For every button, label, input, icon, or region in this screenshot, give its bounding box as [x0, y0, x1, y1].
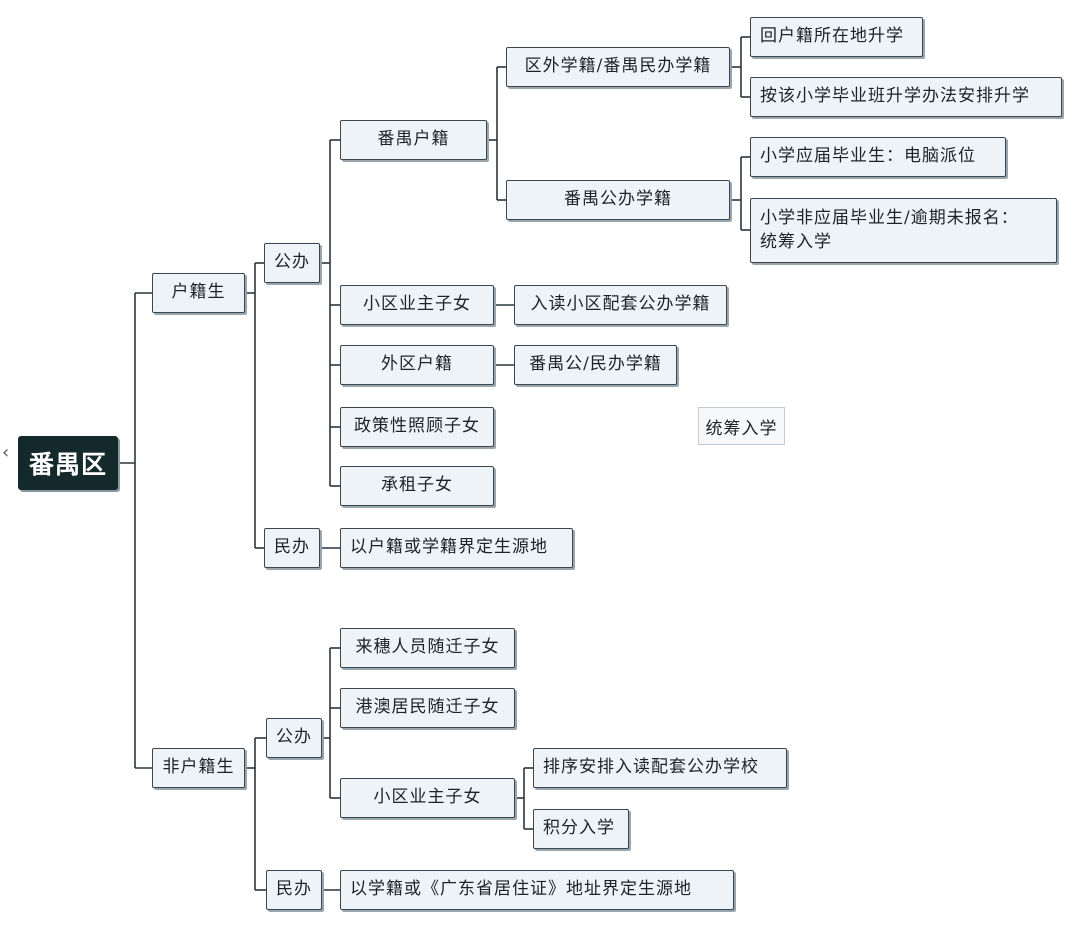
node-huji[interactable]: 户籍生 — [152, 273, 245, 313]
node-huji-gongban-label: 公办 — [274, 252, 310, 273]
node-zhengce-label: 政策性照顾子女 — [354, 416, 480, 437]
node-laisui[interactable]: 来穗人员随迁子女 — [340, 628, 515, 668]
node-feihuji-minban[interactable]: 民办 — [266, 870, 322, 910]
node-jifen[interactable]: 积分入学 — [533, 809, 629, 849]
node-quwai-option-2[interactable]: 按该小学毕业班升学办法安排升学 — [750, 77, 1062, 117]
node-huji-gongban[interactable]: 公办 — [264, 243, 320, 283]
node-gongban-xueji[interactable]: 番禺公办学籍 — [506, 180, 730, 220]
node-feihuji-minban-rule-label: 以学籍或《广东省居住证》地址界定生源地 — [350, 879, 692, 900]
tongchou-note: 统筹入学 — [698, 407, 785, 445]
node-gongban-option-2[interactable]: 小学非应届毕业生/逾期未报名： 统筹入学 — [750, 198, 1057, 263]
node-gongban-xueji-label: 番禺公办学籍 — [564, 189, 672, 210]
node-huji-minban-rule-label: 以户籍或学籍界定生源地 — [350, 537, 548, 558]
node-waiqu-result-label: 番禺公/民办学籍 — [529, 354, 662, 375]
node-quwai-option-1[interactable]: 回户籍所在地升学 — [750, 17, 923, 57]
node-quwai-option-1-label: 回户籍所在地升学 — [760, 26, 904, 47]
node-huji-minban-rule[interactable]: 以户籍或学籍界定生源地 — [340, 528, 573, 568]
node-xiaoqu-yezhu[interactable]: 小区业主子女 — [340, 285, 494, 325]
node-waiqu-huji-label: 外区户籍 — [381, 354, 453, 375]
node-gongban-option-1-label: 小学应届毕业生：电脑派位 — [760, 146, 976, 167]
node-laisui-label: 来穗人员随迁子女 — [355, 637, 500, 658]
node-jifen-label: 积分入学 — [543, 818, 615, 839]
node-xiaoqu-yezhu-label: 小区业主子女 — [363, 294, 471, 315]
node-gongban-option-2-line1: 小学非应届毕业生/逾期未报名： — [760, 207, 1019, 228]
tongchou-note-label: 统筹入学 — [705, 418, 778, 439]
node-feihuji-label: 非户籍生 — [162, 757, 235, 778]
node-zhengce[interactable]: 政策性照顾子女 — [340, 407, 494, 447]
root-label: 番禺区 — [28, 450, 107, 479]
node-waiqu-huji[interactable]: 外区户籍 — [340, 345, 494, 385]
node-gangao-label: 港澳居民随迁子女 — [355, 697, 500, 718]
node-panyu-huji-label: 番禺户籍 — [377, 129, 450, 150]
node-huji-minban[interactable]: 民办 — [264, 528, 320, 568]
node-xiaoqu-result[interactable]: 入读小区配套公办学籍 — [514, 285, 727, 325]
node-quwai-option-2-label: 按该小学毕业班升学办法安排升学 — [760, 86, 1030, 107]
node-chengzu[interactable]: 承租子女 — [340, 466, 494, 506]
node-waiqu-result[interactable]: 番禺公/民办学籍 — [514, 345, 677, 385]
node-gangao[interactable]: 港澳居民随迁子女 — [340, 688, 515, 728]
node-paixu-label: 排序安排入读配套公办学校 — [543, 757, 759, 778]
node-feihuji-gongban[interactable]: 公办 — [266, 718, 322, 758]
node-huji-minban-label: 民办 — [274, 537, 310, 558]
node-paixu[interactable]: 排序安排入读配套公办学校 — [533, 748, 787, 788]
node-feihuji-xiaoqu-label: 小区业主子女 — [373, 787, 482, 808]
node-feihuji-minban-label: 民办 — [276, 879, 312, 900]
node-gongban-option-1[interactable]: 小学应届毕业生：电脑派位 — [750, 137, 1006, 177]
root-node[interactable]: 番禺区 — [18, 436, 118, 490]
node-feihuji-gongban-label: 公办 — [276, 727, 312, 748]
node-feihuji-xiaoqu[interactable]: 小区业主子女 — [340, 778, 515, 818]
node-feihuji-minban-rule[interactable]: 以学籍或《广东省居住证》地址界定生源地 — [340, 870, 734, 910]
node-quwai-xueji-label: 区外学籍/番禺民办学籍 — [524, 56, 712, 77]
node-feihuji[interactable]: 非户籍生 — [152, 748, 245, 788]
node-xiaoqu-result-label: 入读小区配套公办学籍 — [530, 294, 711, 315]
chevron-left-icon: ‹ — [2, 442, 10, 463]
node-gongban-option-2-line2: 统筹入学 — [760, 231, 832, 252]
node-quwai-xueji[interactable]: 区外学籍/番禺民办学籍 — [506, 47, 730, 87]
node-chengzu-label: 承租子女 — [381, 475, 453, 496]
node-huji-label: 户籍生 — [171, 282, 226, 303]
node-panyu-huji[interactable]: 番禺户籍 — [340, 120, 487, 160]
